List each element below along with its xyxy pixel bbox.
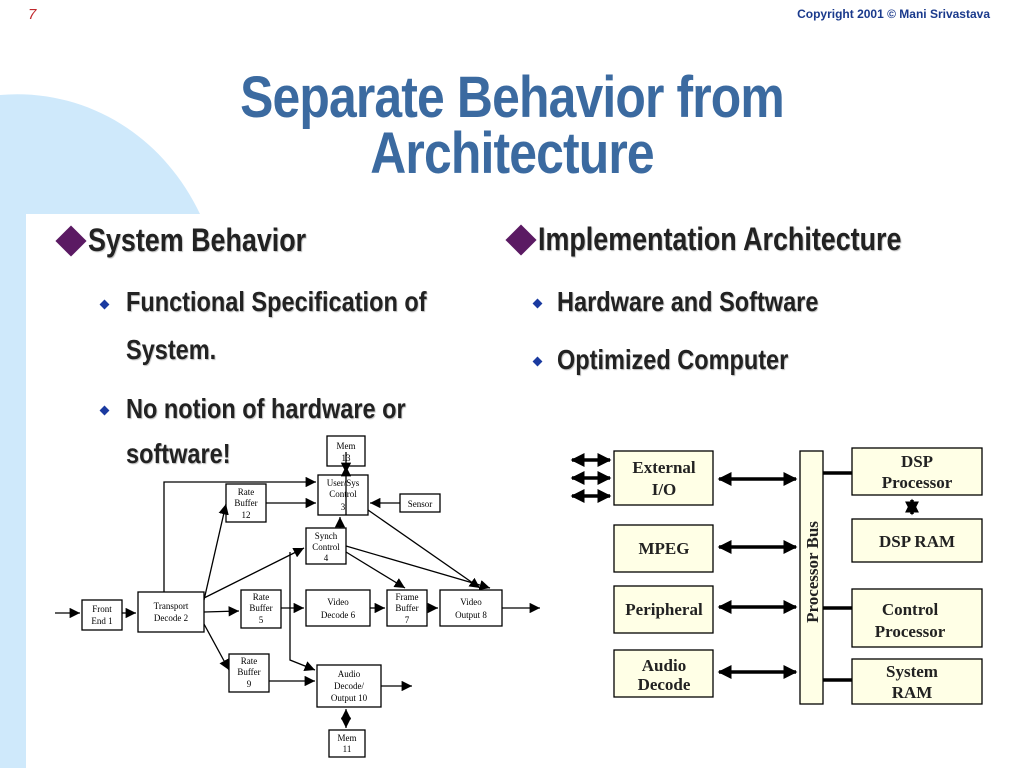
slide-number: 7 — [28, 6, 37, 23]
slide-title-line2: Architecture — [370, 121, 654, 186]
slide-title-line1: Separate Behavior from — [240, 65, 785, 130]
implementation-architecture-heading: Implementation Architecture — [538, 221, 902, 257]
bullet-functional-spec-line1: Functional Specification of — [126, 286, 427, 317]
bullet-hardware-software: Hardware and Software — [557, 286, 819, 317]
bullet-optimized-computer: Optimized Computer — [557, 344, 789, 375]
bullet-functional-spec-line2: System. — [126, 334, 217, 365]
bullet-no-notion-line2: software! — [126, 438, 231, 469]
bullet-no-notion-line1: No notion of hardware or — [126, 393, 406, 424]
copyright-notice: Copyright 2001 © Mani Srivastava — [797, 7, 990, 21]
system-behavior-heading: System Behavior — [88, 222, 307, 258]
